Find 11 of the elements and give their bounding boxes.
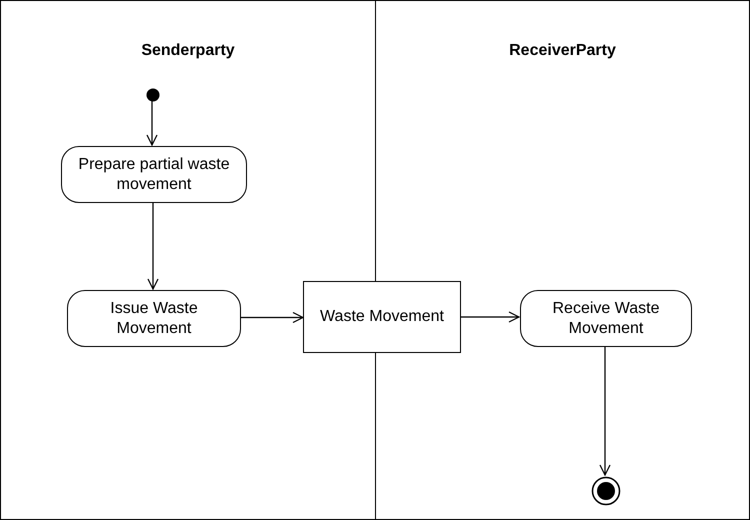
lane-heading: ReceiverParty <box>508 42 617 60</box>
arrow <box>147 202 159 290</box>
arrow <box>146 101 158 146</box>
action-node: Issue Waste Movement <box>67 290 241 347</box>
arrow <box>461 311 520 323</box>
object-node: Waste Movement <box>303 281 461 353</box>
action-node: Receive Waste Movement <box>520 290 692 347</box>
arrow <box>240 312 304 324</box>
action-node: Prepare partial waste movement <box>61 146 247 203</box>
lane-heading: Senderparty <box>140 42 236 60</box>
arrow <box>599 346 611 476</box>
